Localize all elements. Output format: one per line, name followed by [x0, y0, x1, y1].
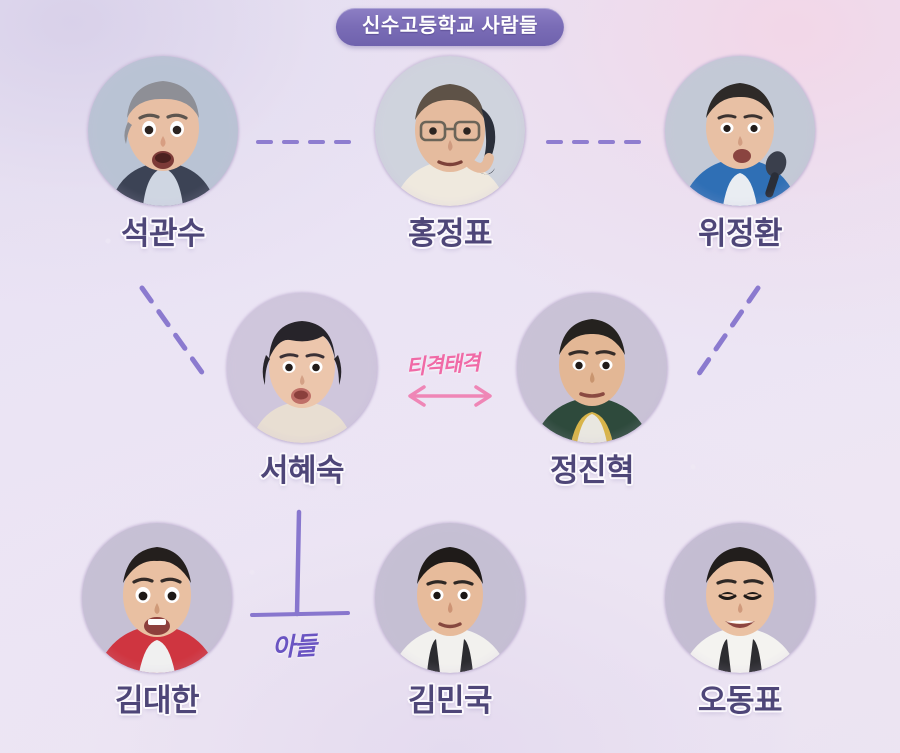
- person-name-kim-dae-han: 김대한: [114, 683, 200, 718]
- portrait-photo-seok-gwan-su: [88, 55, 238, 206]
- portrait-kim-min-guk[interactable]: [368, 515, 533, 680]
- person-name-seo-hye-suk: 서혜숙: [259, 453, 345, 488]
- person-node-seok-gwan-su[interactable]: 석관수: [68, 48, 258, 251]
- portrait-photo-wi-jeong-hwan: [665, 55, 815, 206]
- person-name-hong-jeong-pyo: 홍정표: [407, 216, 493, 251]
- portrait-photo-o-dong-pyo: [665, 522, 815, 673]
- connector-son-tee: [250, 509, 350, 617]
- annotation-son: 아들: [271, 631, 317, 663]
- portrait-photo-kim-dae-han: [82, 522, 232, 673]
- person-node-kim-min-guk[interactable]: 김민국: [355, 515, 545, 718]
- connector-seok-seo: [139, 285, 209, 381]
- portrait-photo-seo-hye-suk: [227, 292, 377, 443]
- person-node-jeong-jin-hyeok[interactable]: 정진혁: [497, 285, 687, 488]
- annotation-bicker: 티격태격: [405, 351, 481, 380]
- portrait-kim-dae-han[interactable]: [75, 515, 240, 680]
- connector-wi-jeong: [693, 285, 761, 381]
- chart-title-text: 신수고등학교 사람들: [361, 15, 539, 37]
- portrait-seok-gwan-su[interactable]: [81, 48, 246, 213]
- person-node-wi-jeong-hwan[interactable]: 위정환: [645, 48, 835, 251]
- portrait-photo-kim-min-guk: [375, 522, 525, 673]
- portrait-photo-jeong-jin-hyeok: [517, 292, 667, 443]
- person-node-seo-hye-suk[interactable]: 서혜숙: [207, 285, 397, 488]
- portrait-photo-hong-jeong-pyo: [375, 55, 525, 206]
- portrait-wi-jeong-hwan[interactable]: [658, 48, 823, 213]
- person-node-hong-jeong-pyo[interactable]: 홍정표: [355, 48, 545, 251]
- person-name-o-dong-pyo: 오동표: [697, 683, 783, 718]
- portrait-seo-hye-suk[interactable]: [220, 285, 385, 450]
- person-name-jeong-jin-hyeok: 정진혁: [549, 453, 635, 488]
- portrait-hong-jeong-pyo[interactable]: [368, 48, 533, 213]
- person-name-seok-gwan-su: 석관수: [120, 216, 206, 251]
- person-node-o-dong-pyo[interactable]: 오동표: [645, 515, 835, 718]
- connector-bicker-arrow: [408, 385, 492, 407]
- person-name-wi-jeong-hwan: 위정환: [697, 216, 783, 251]
- person-node-kim-dae-han[interactable]: 김대한: [62, 515, 252, 718]
- portrait-jeong-jin-hyeok[interactable]: [510, 285, 675, 450]
- portrait-o-dong-pyo[interactable]: [658, 515, 823, 680]
- person-name-kim-min-guk: 김민국: [407, 683, 493, 718]
- chart-title-badge: 신수고등학교 사람들: [335, 8, 565, 46]
